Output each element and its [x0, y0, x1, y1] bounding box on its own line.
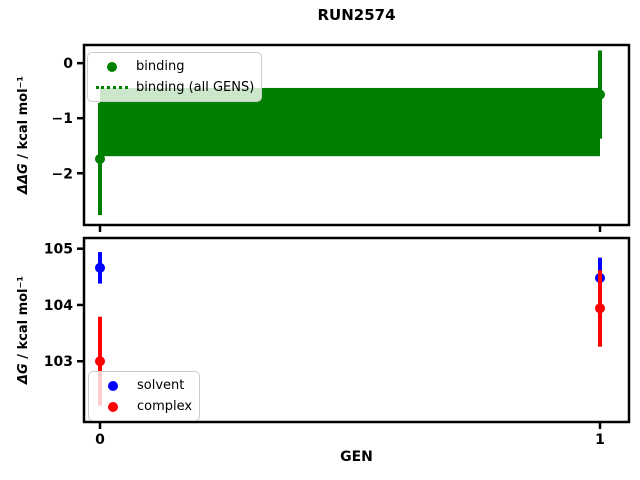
binding-data-point	[595, 89, 605, 100]
figure-title: RUN2574	[317, 6, 396, 24]
y-tick-label: −1	[52, 111, 73, 127]
legend-dg: solvent complex	[88, 371, 201, 421]
legend-item-solvent[interactable]: solvent	[96, 375, 192, 396]
legend-item-binding[interactable]: binding	[95, 56, 254, 77]
legend-item-binding-all-gens[interactable]: binding (all GENS)	[95, 77, 254, 98]
y-tick-label: 0	[63, 56, 73, 72]
y-tick-label: −2	[52, 166, 73, 182]
binding-data-point	[95, 153, 105, 164]
axes-spines	[82, 236, 631, 424]
binding-marker-icon	[95, 61, 129, 72]
legend-label: solvent	[137, 378, 185, 393]
complex-data-point	[595, 303, 605, 314]
x-tick-label: 0	[95, 432, 105, 448]
x-axis-label: GEN	[340, 449, 373, 465]
axes-spines	[82, 43, 631, 227]
complex-marker-icon	[96, 401, 130, 412]
solvent-marker-icon	[96, 380, 130, 391]
complex-data-point	[95, 356, 105, 367]
legend-binding: binding binding (all GENS)	[87, 52, 263, 102]
solvent-data-point	[95, 262, 105, 273]
y-axis-label: ΔΔG / kcal mol⁻¹	[16, 76, 31, 195]
y-tick-label: 103	[44, 354, 73, 370]
dotted-line-icon	[95, 86, 129, 89]
legend-label: complex	[137, 399, 193, 414]
legend-label: binding (all GENS)	[136, 80, 255, 95]
y-axis-label: ΔG / kcal mol⁻¹	[16, 276, 31, 385]
x-tick-label: 1	[595, 432, 605, 448]
legend-item-complex[interactable]: complex	[96, 396, 192, 417]
y-tick-label: 104	[44, 298, 73, 314]
y-tick-label: 105	[44, 242, 73, 258]
legend-label: binding	[136, 59, 185, 74]
